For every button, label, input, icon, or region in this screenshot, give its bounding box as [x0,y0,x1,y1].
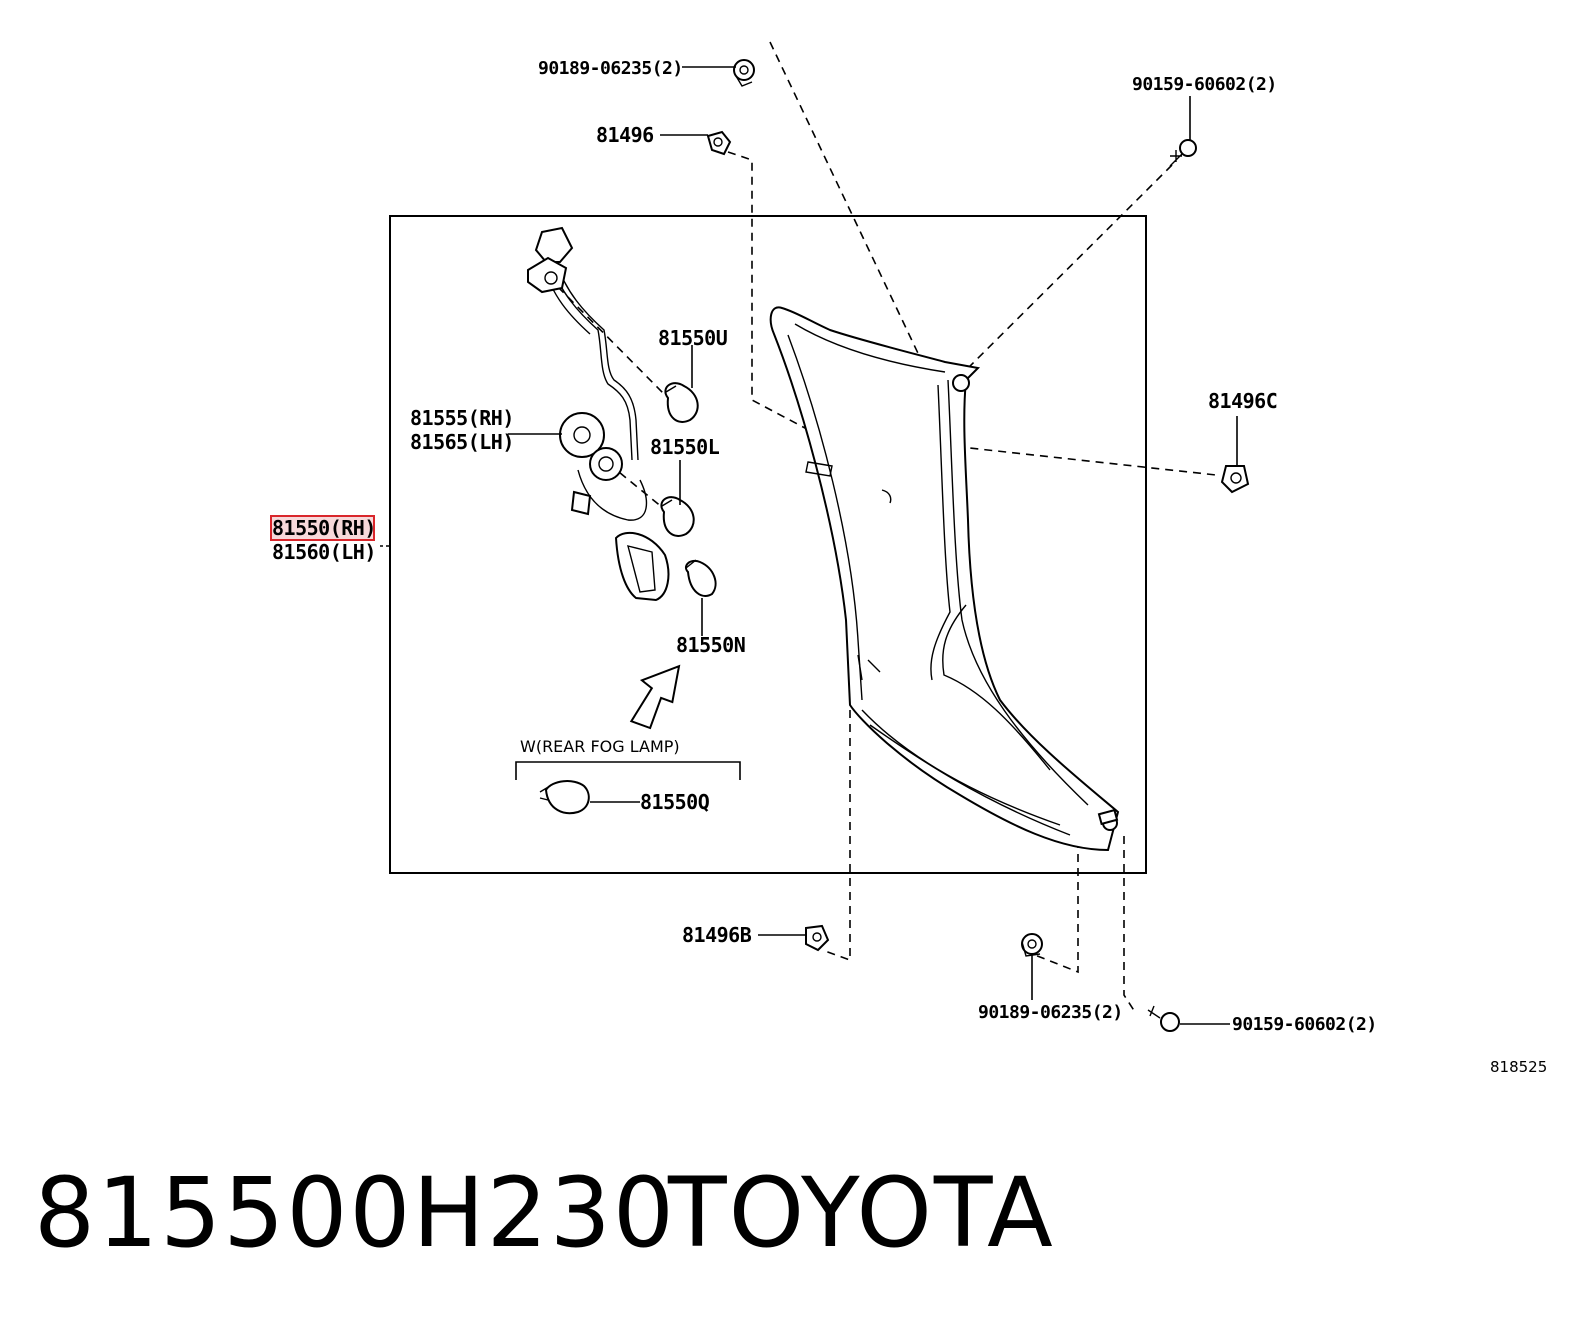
clip-top-icon [706,130,732,156]
label-assembly-rh[interactable]: 81550(RH) [272,516,376,540]
clip-c-icon [1220,465,1250,494]
label-clip-top: 81496 [596,123,654,147]
label-screw-bottom-right: 90159-60602(2) [1232,1014,1377,1035]
label-bulb-l: 81550L [650,435,720,459]
label-top-nut: 90189-06235(2) [538,58,683,79]
caption-brand: TOYOTA [667,1157,1055,1269]
bulb-81550l [660,496,695,537]
screw-bottom-right-icon [1147,1005,1180,1032]
label-socket-lh: 81565(LH) [410,430,514,454]
bulb-81550n [684,559,717,597]
figure-number: 818525 [1490,1058,1547,1076]
label-bulb-q: 81550Q [640,790,710,814]
screw-top-right-icon [1169,139,1197,167]
clip-b-icon [805,924,830,952]
label-clip-c: 81496C [1208,389,1277,413]
caption-part-number: 815500H230 [34,1157,676,1269]
bulb-81550q [539,780,590,815]
label-bulb-n: 81550N [676,633,745,657]
label-bulb-u: 81550U [658,326,727,350]
label-socket-rh: 81555(RH) [410,406,514,430]
direction-arrow [629,664,681,730]
label-assembly-lh: 81560(LH) [272,540,376,564]
nut-top-icon [733,59,755,87]
nut-bottom-icon [1021,933,1043,957]
bulb-81550u [664,382,699,423]
socket-assembly [559,412,670,602]
label-clip-b: 81496B [682,923,752,947]
label-bottom-nut: 90189-06235(2) [978,1002,1123,1023]
fog-lamp-bracket [515,761,741,780]
lamp-housing [769,306,1120,852]
label-screw-top-right: 90159-60602(2) [1132,74,1277,95]
wiring-harness [527,226,648,521]
label-fog-note: W(REAR FOG LAMP) [520,737,680,756]
assembly-frame [389,215,1147,874]
leader-lines [380,66,1238,1025]
highlight-box [270,515,375,541]
